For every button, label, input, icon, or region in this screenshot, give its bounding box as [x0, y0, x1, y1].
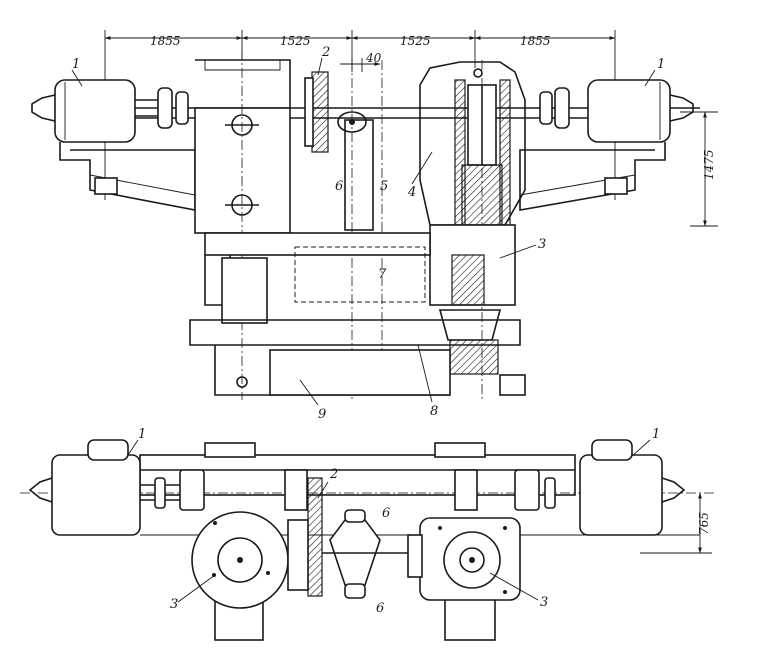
height-dimension-bottom	[640, 492, 712, 554]
right-motor	[539, 79, 694, 143]
callout-8-top: 8	[430, 404, 438, 419]
plan-right-motor	[514, 439, 686, 536]
callout-1-right-bottom: 1	[652, 427, 660, 442]
gear-2	[304, 71, 329, 153]
dim-right-inner: 1525	[400, 34, 431, 48]
callout-7-top: 7	[378, 267, 387, 282]
plan-right-flange	[407, 517, 521, 641]
callout-3-left-bottom: 3	[170, 597, 178, 612]
dim-height-bottom: 765	[697, 512, 711, 535]
callout-6-top-bottom: 6	[382, 506, 390, 521]
callout-3-top: 3	[538, 237, 546, 252]
callout-2-bottom: 2	[329, 467, 338, 482]
left-gearbox-housing	[194, 50, 291, 400]
center-pillar	[337, 60, 383, 400]
callout-6-top: 6	[335, 179, 343, 194]
callout-1-left-bottom: 1	[138, 427, 146, 442]
dim-left-inner: 1525	[280, 34, 311, 48]
callout-1-left-top: 1	[72, 57, 80, 72]
callout-5-top: 5	[380, 179, 388, 194]
callout-6-bottom-bottom: 6	[376, 601, 384, 616]
right-frame-bracket	[519, 142, 666, 211]
top-section-view: 1855 1525 40 1525 1855 1475	[31, 30, 718, 422]
base-platform	[189, 232, 526, 396]
callout-4-top: 4	[407, 185, 416, 200]
left-frame-bracket	[59, 142, 196, 211]
dim-right-outer: 1855	[520, 34, 551, 48]
callout-3-right-bottom: 3	[540, 595, 548, 610]
plan-center-clutch	[322, 509, 420, 599]
height-dimension-top	[680, 111, 718, 227]
dim-left-outer: 1855	[150, 34, 181, 48]
lower-casing	[429, 224, 516, 375]
plan-frame-rail	[139, 454, 576, 496]
callout-1-right-top: 1	[657, 57, 665, 72]
coupling-right	[454, 469, 478, 511]
coupling-left	[284, 469, 308, 511]
callout-2-top: 2	[321, 45, 330, 60]
plan-left-motor	[28, 439, 205, 536]
dim-height-top: 1475	[702, 149, 716, 180]
left-motor	[31, 79, 189, 143]
plan-left-flange	[191, 511, 309, 641]
callout-9-top: 9	[318, 407, 326, 422]
dim-center-offset: 40	[365, 51, 382, 65]
bottom-plan-view: 765 1 1 2 6 6 3 3	[20, 427, 715, 641]
